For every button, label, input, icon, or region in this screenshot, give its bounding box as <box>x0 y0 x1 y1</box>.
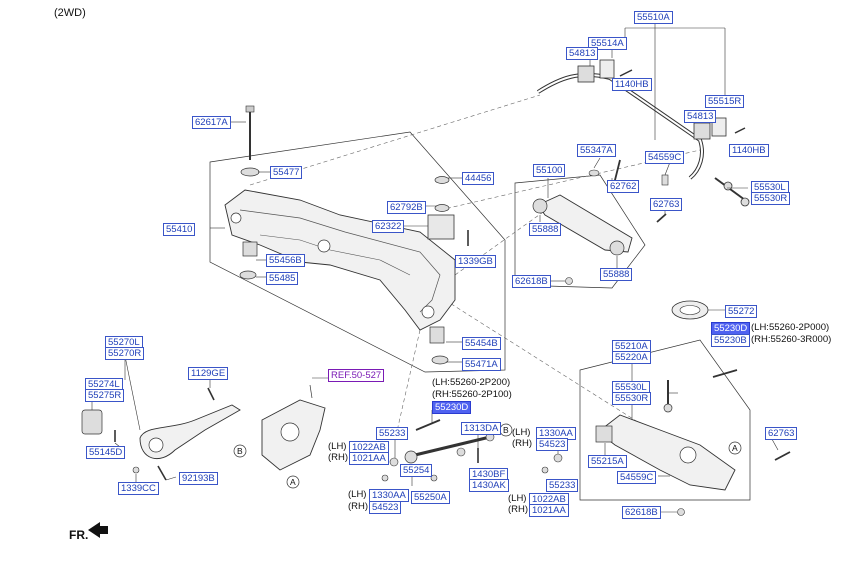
part-1140hb-left[interactable]: 1140HB <box>612 78 652 91</box>
callout-a-lower: A <box>732 443 738 453</box>
callout-a-knuckle: A <box>290 477 296 487</box>
part-1313da[interactable]: 1313DA <box>461 422 502 435</box>
drive-type-label: (2WD) <box>54 7 86 19</box>
mount-62322 <box>427 214 455 240</box>
side-rh-54523-b: (RH) <box>348 501 369 512</box>
note-lh-lower: (LH:55260-2P000) <box>751 322 830 333</box>
part-55410[interactable]: 55410 <box>163 223 196 236</box>
part-1339gb[interactable]: 1339GB <box>455 255 496 268</box>
part-55230d-arm[interactable]: 55230D <box>432 401 472 414</box>
part-55456b[interactable]: 55456B <box>266 254 305 267</box>
part-54523-left[interactable]: 54523 <box>369 501 402 514</box>
part-1339cc[interactable]: 1339CC <box>118 482 159 495</box>
side-rh-1021aa: (RH) <box>328 452 349 463</box>
trailing-arm-55100 <box>537 194 633 253</box>
part-1021aa-left[interactable]: 1021AA <box>349 452 389 465</box>
part-54523-right[interactable]: 54523 <box>536 438 569 451</box>
part-55233-right[interactable]: 55233 <box>546 479 579 492</box>
part-55515r[interactable]: 55515R <box>705 95 745 108</box>
part-55530r-lower[interactable]: 55530R <box>612 392 652 405</box>
part-55100[interactable]: 55100 <box>533 164 566 177</box>
bushing-55454b <box>429 326 445 344</box>
bushing-55215a <box>595 425 613 443</box>
callout-circles <box>233 423 742 489</box>
part-1021aa-right[interactable]: 1021AA <box>529 504 569 517</box>
note-rh-arm: (RH:55260-2P100) <box>432 389 512 400</box>
part-55471a[interactable]: 55471A <box>462 358 501 371</box>
part-55485[interactable]: 55485 <box>266 272 299 285</box>
lower-arm-55210a <box>597 414 736 491</box>
part-55510a[interactable]: 55510A <box>634 11 673 24</box>
side-lh-1022ab-b: (LH) <box>508 493 527 504</box>
callout-b-control: B <box>503 425 509 435</box>
part-55145d[interactable]: 55145D <box>86 446 126 459</box>
bracket-left <box>599 59 615 79</box>
part-62763-lower[interactable]: 62763 <box>765 427 798 440</box>
part-62618b-top[interactable]: 62618B <box>512 275 551 288</box>
part-55250a[interactable]: 55250A <box>411 491 450 504</box>
side-rh-1021aa-b: (RH) <box>508 504 529 515</box>
part-62792b[interactable]: 62792B <box>387 201 426 214</box>
part-54559c-lower[interactable]: 54559C <box>617 471 657 484</box>
part-55220a[interactable]: 55220A <box>612 351 651 364</box>
part-62763-top[interactable]: 62763 <box>650 198 683 211</box>
part-55454b[interactable]: 55454B <box>462 337 501 350</box>
part-55233-left[interactable]: 55233 <box>376 427 409 440</box>
control-arm-55250a <box>414 435 491 457</box>
part-62762[interactable]: 62762 <box>607 180 640 193</box>
stopper-55485 <box>239 270 257 280</box>
side-lh-1022ab: (LH) <box>328 441 347 452</box>
part-55530l-top[interactable]: 55530L <box>751 181 789 194</box>
part-55215a[interactable]: 55215A <box>588 455 627 468</box>
bushing-55888-front <box>532 198 548 214</box>
front-direction-label: FR. <box>69 528 89 542</box>
part-55530r-top[interactable]: 55530R <box>751 192 791 205</box>
part-62322[interactable]: 62322 <box>372 220 405 233</box>
part-1140hb-right[interactable]: 1140HB <box>729 144 769 157</box>
part-44456[interactable]: 44456 <box>462 172 495 185</box>
part-92193b[interactable]: 92193B <box>179 472 218 485</box>
bushing-right <box>693 122 711 140</box>
side-lh-1330aa: (LH) <box>512 427 531 438</box>
bushing-55274l <box>81 409 103 435</box>
part-55270r[interactable]: 55270R <box>105 347 145 360</box>
part-55888-rear[interactable]: 55888 <box>600 268 633 281</box>
part-55888-front[interactable]: 55888 <box>529 223 562 236</box>
part-54559c-top[interactable]: 54559C <box>645 151 685 164</box>
subframe-outline <box>209 131 506 373</box>
part-55347a[interactable]: 55347A <box>577 144 616 157</box>
washer-55477 <box>240 167 260 177</box>
part-1129ge[interactable]: 1129GE <box>188 367 229 380</box>
part-55275r[interactable]: 55275R <box>85 389 125 402</box>
part-55230b[interactable]: 55230B <box>711 334 750 347</box>
bushing-55888-rear <box>609 240 625 256</box>
stopper-55471a <box>431 355 449 365</box>
part-55477[interactable]: 55477 <box>270 166 303 179</box>
callout-b-arm: B <box>237 446 243 456</box>
ref-50-527[interactable]: REF.50-527 <box>328 369 385 382</box>
trailing-arm-55270l <box>139 404 241 460</box>
crossmember-body <box>224 189 456 331</box>
note-lh-arm: (LH:55260-2P200) <box>432 377 511 388</box>
side-lh-1330aa-b: (LH) <box>348 489 367 500</box>
part-62618b-lower[interactable]: 62618B <box>622 506 661 519</box>
fr-arrow-icon <box>88 522 108 538</box>
part-1430ak[interactable]: 1430AK <box>469 479 509 492</box>
part-55272[interactable]: 55272 <box>725 305 758 318</box>
bushing-left <box>577 65 595 83</box>
part-55254[interactable]: 55254 <box>400 464 433 477</box>
bushing-55456b <box>242 241 258 257</box>
part-54813-right[interactable]: 54813 <box>684 110 717 123</box>
lower-arm-outline <box>579 339 751 501</box>
part-54813-left[interactable]: 54813 <box>566 47 599 60</box>
part-55514a[interactable]: 55514A <box>588 37 627 50</box>
note-rh-lower: (RH:55260-3R000) <box>751 334 832 345</box>
side-rh-54523: (RH) <box>512 438 533 449</box>
part-62617a[interactable]: 62617A <box>192 116 231 129</box>
